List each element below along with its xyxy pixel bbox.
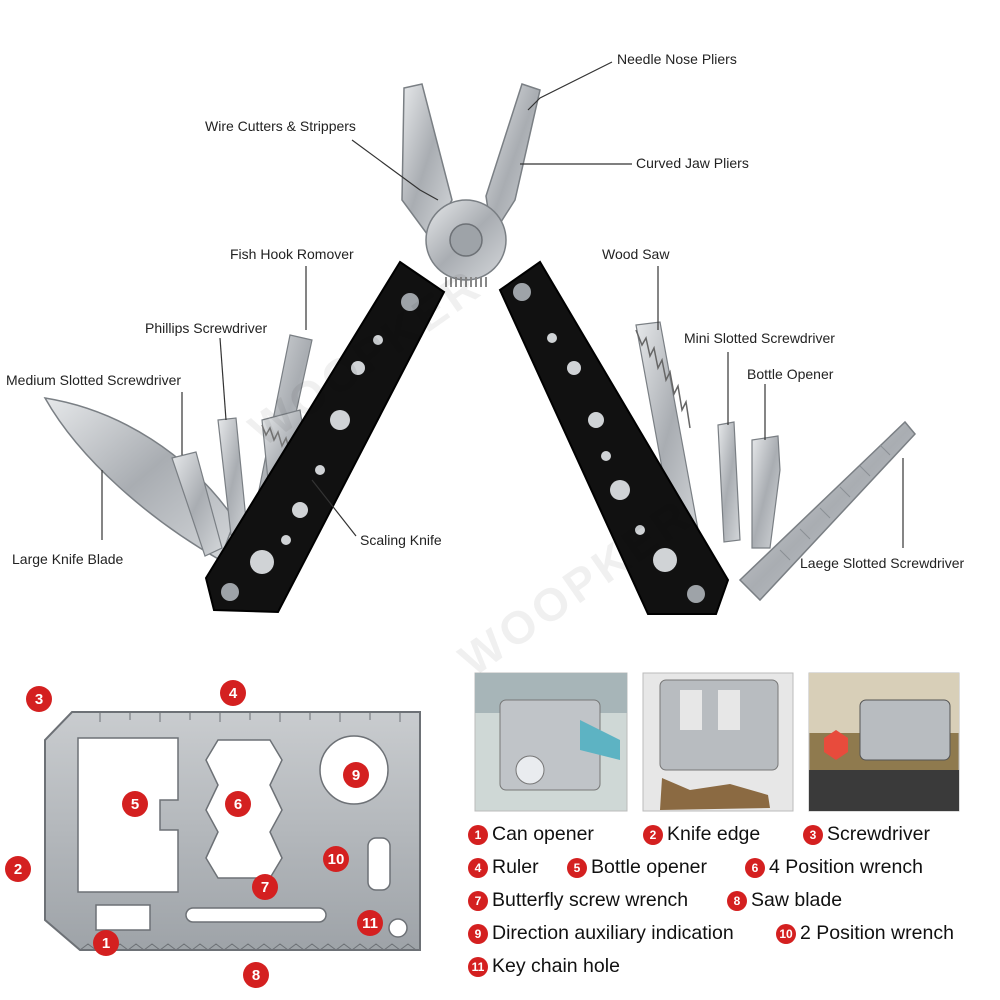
card-marker: 6 xyxy=(225,791,251,817)
wood-saw-label: Wood Saw xyxy=(602,246,670,262)
card-marker: 3 xyxy=(26,686,52,712)
legend-text: Butterfly screw wrench xyxy=(492,889,689,911)
large-slotted-screwdriver xyxy=(738,420,916,602)
card-marker: 8 xyxy=(243,962,269,988)
legend-text: Can opener xyxy=(492,823,594,845)
legend-number: 4 xyxy=(468,857,488,878)
card-marker: 7 xyxy=(252,874,278,900)
legend-number: 2 xyxy=(643,824,663,845)
legend-number: 10 xyxy=(776,923,796,944)
medium-slotted-screwdriver-label: Medium Slotted Screwdriver xyxy=(6,372,182,388)
curved-jaw-pliers-label: Curved Jaw Pliers xyxy=(636,155,749,171)
legend-number: 6 xyxy=(745,857,765,878)
mini-slotted-screwdriver xyxy=(717,421,741,543)
scaling-knife-label: Scaling Knife xyxy=(360,532,442,548)
bottle-opener-tool xyxy=(751,435,781,549)
legend-text: Saw blade xyxy=(751,889,843,911)
phillips-screwdriver-label: Phillips Screwdriver xyxy=(145,320,268,336)
medium-slotted-screwdriver xyxy=(171,451,223,557)
large-knife-blade xyxy=(43,397,236,562)
card-marker: 5 xyxy=(122,791,148,817)
right-handle xyxy=(498,260,730,615)
legend-text: 2 Position wrench xyxy=(800,922,954,944)
mini-slotted-screwdriver-label: Mini Slotted Screwdriver xyxy=(684,330,835,346)
legend-number: 7 xyxy=(468,890,488,911)
photo-screwdriver xyxy=(808,672,960,812)
needle-nose-pliers-label: Needle Nose Pliers xyxy=(617,51,737,67)
card-marker: 1 xyxy=(93,930,119,956)
wire-cutters-label: Wire Cutters & Strippers xyxy=(205,118,356,134)
legend-text: Direction auxiliary indication xyxy=(492,922,734,944)
bottle-opener-label: Bottle Opener xyxy=(747,366,834,382)
fish-hook-remover-label: Fish Hook Romover xyxy=(230,246,354,262)
card-marker: 2 xyxy=(5,856,31,882)
legend-text: 4 Position wrench xyxy=(769,856,923,878)
legend-text: Key chain hole xyxy=(492,955,620,977)
legend-text: Ruler xyxy=(492,856,539,878)
leader-lines xyxy=(101,61,904,548)
card-marker: 9 xyxy=(343,762,369,788)
legend-text: Knife edge xyxy=(667,823,761,845)
legend-number: 9 xyxy=(468,923,488,944)
legend-number: 11 xyxy=(468,956,488,977)
large-knife-blade-label: Large Knife Blade xyxy=(12,551,124,567)
credit-card-tool xyxy=(44,711,421,951)
photo-can-opener xyxy=(474,672,628,812)
left-handle xyxy=(204,260,446,614)
card-marker: 4 xyxy=(220,680,246,706)
legend-number: 1 xyxy=(468,824,488,845)
legend-number: 3 xyxy=(803,824,823,845)
pliers-jaws xyxy=(401,83,541,287)
photo-saw-blade xyxy=(642,672,794,812)
legend-number: 8 xyxy=(727,890,747,911)
legend-text: Screwdriver xyxy=(827,823,930,845)
large-slotted-screwdriver-label: Laege Slotted Screwdriver xyxy=(800,555,965,571)
legend-number: 5 xyxy=(567,857,587,878)
card-marker: 10 xyxy=(323,846,349,872)
legend-text: Bottle opener xyxy=(591,856,708,878)
card-marker: 11 xyxy=(357,910,383,936)
